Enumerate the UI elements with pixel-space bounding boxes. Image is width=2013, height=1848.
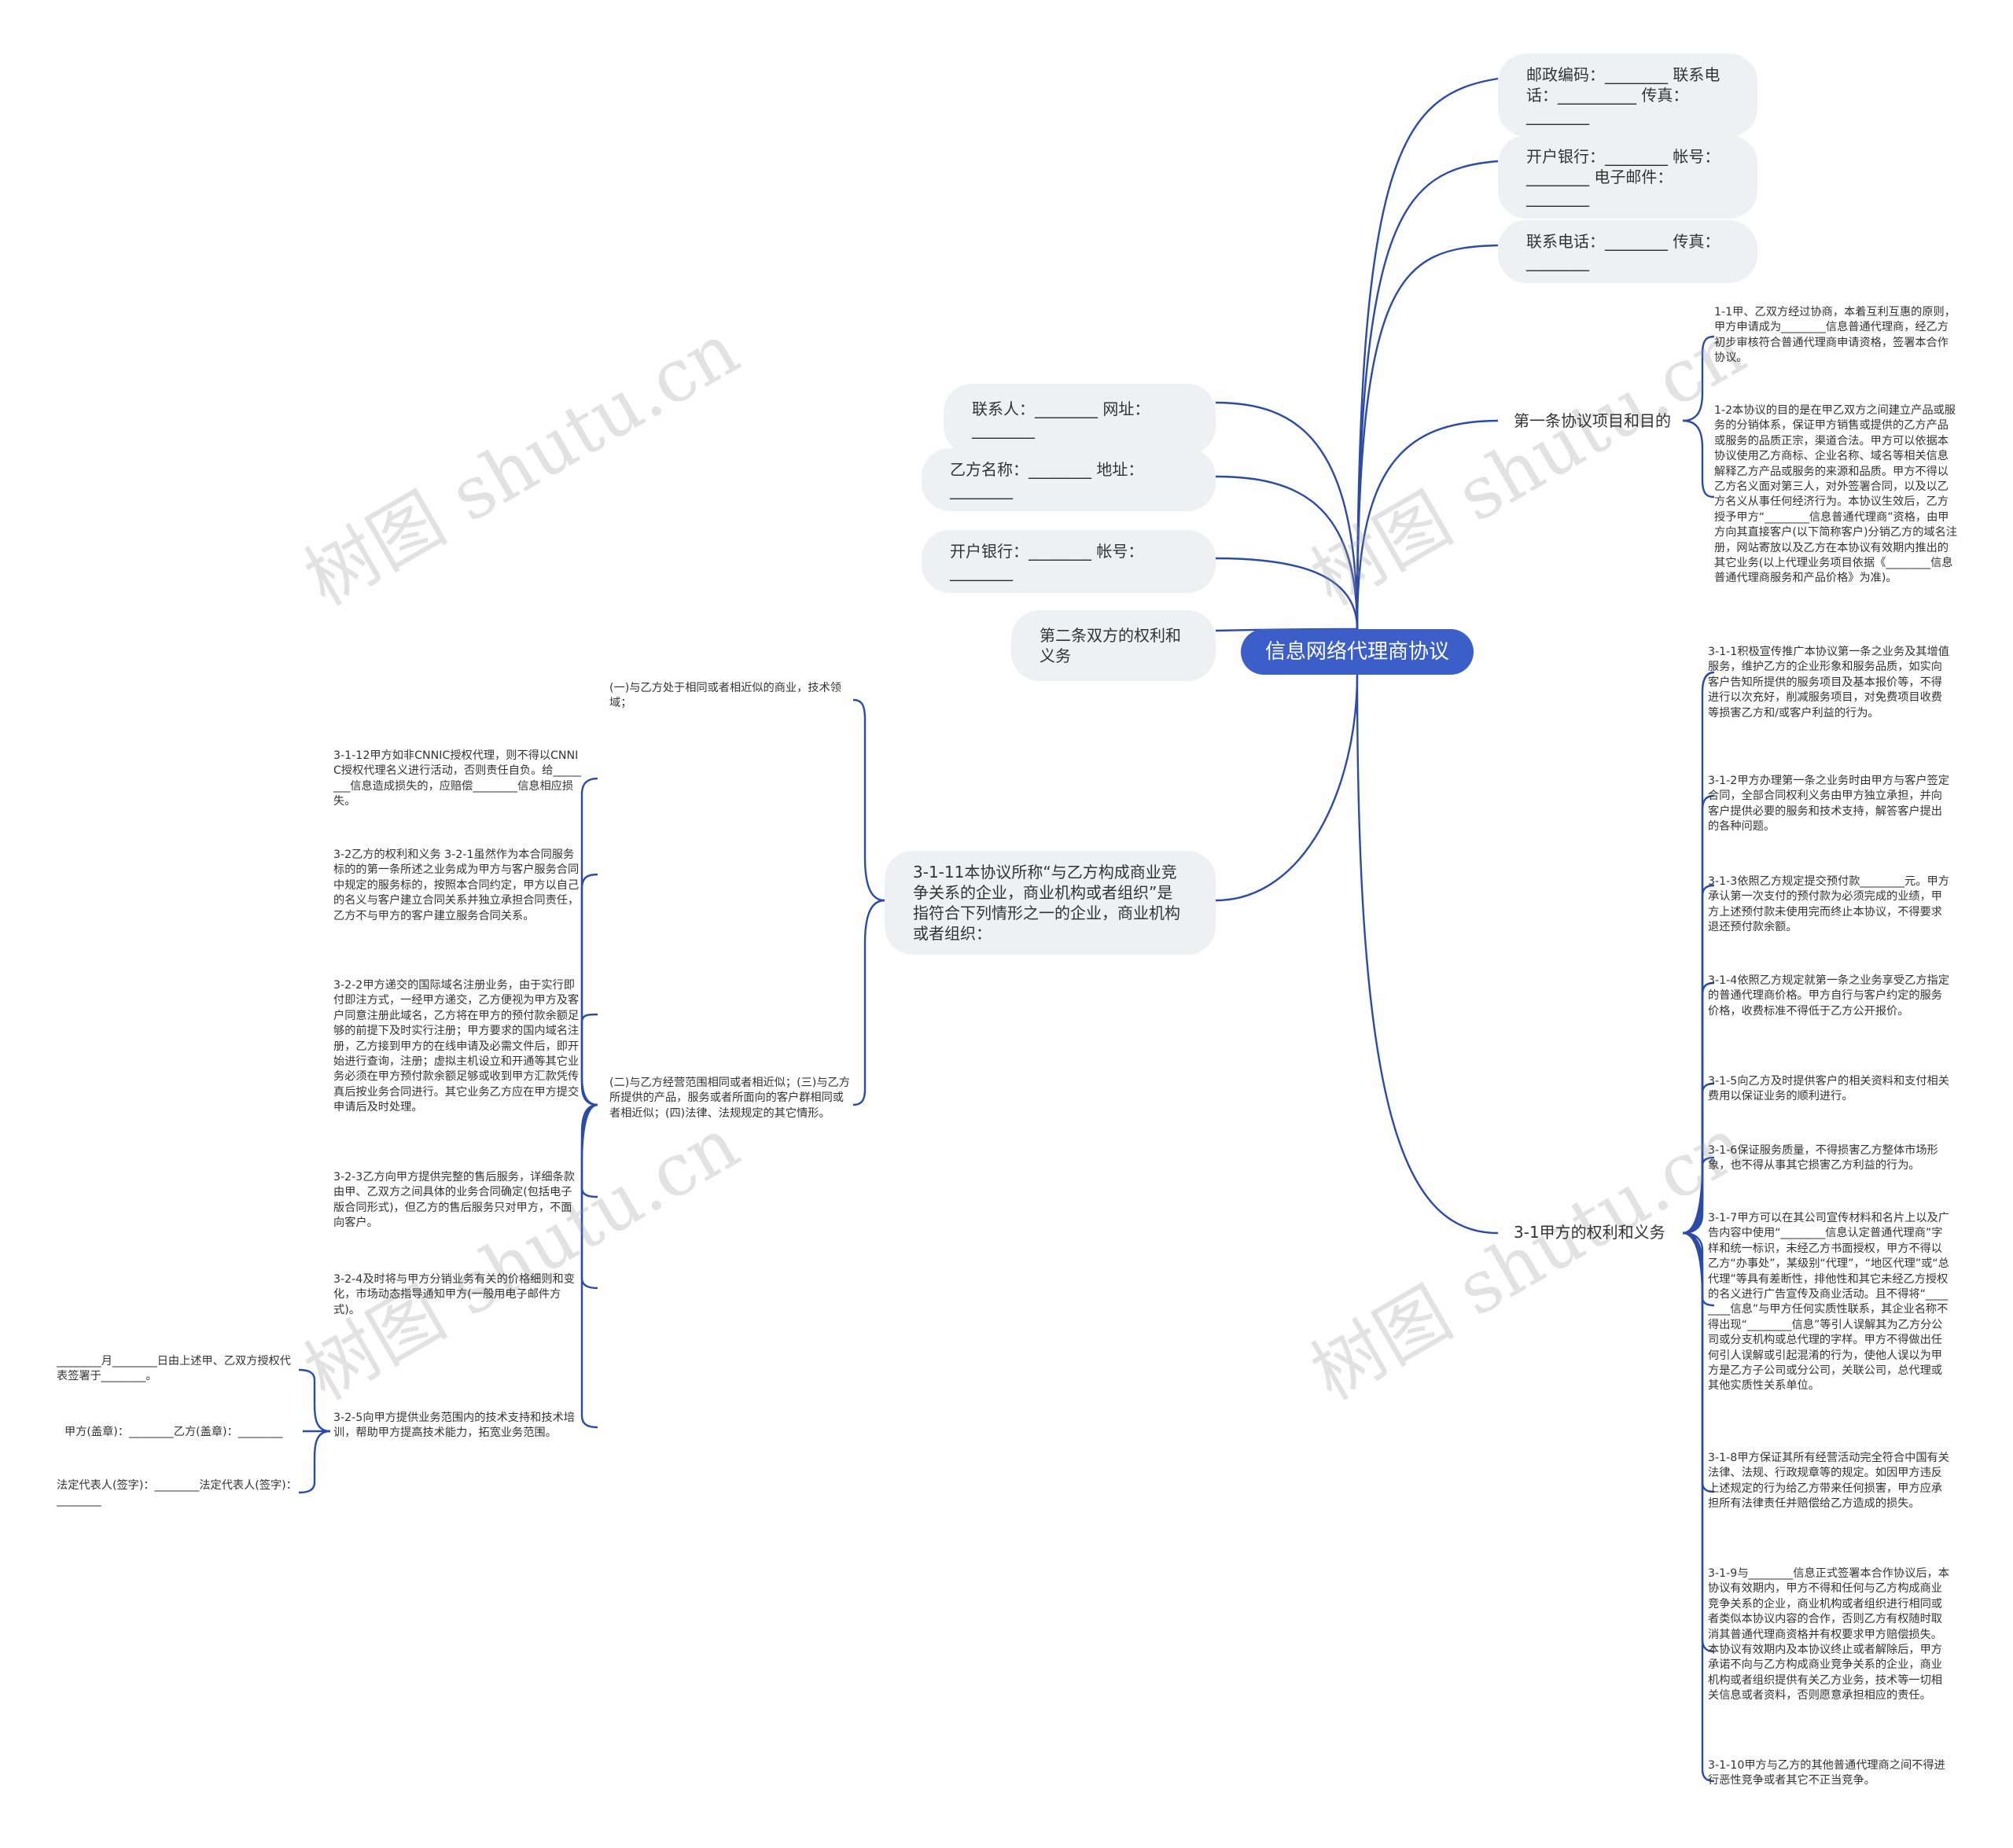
rights-a-item: 3-1-1积极宣传推广本协议第一条之业务及其增值服务，维护乙方的企业形象和服务品… (1708, 646, 1949, 720)
sub-item: 3-2乙方的权利和义务 3-2-1虽然作为本合同服务标的的第一条所述之业务成为甲… (333, 849, 580, 922)
clause-311-pill[interactable]: 3-1-11本协议所称“与乙方构成商业竞争关系的企业，商业机构或者组织”是指符合… (885, 851, 1216, 955)
left-pill-contact[interactable]: 联系人：________ 网址：________ (944, 384, 1216, 455)
left-pill-article2[interactable]: 第二条双方的权利和义务 (1011, 610, 1216, 681)
contact-pill-postal[interactable]: 邮政编码：________ 联系电话：__________ 传真：_______… (1498, 53, 1757, 137)
root-node[interactable]: 信息网络代理商协议 (1241, 629, 1474, 675)
rights-a-item: 3-1-6保证服务质量，不得损害乙方整体市场形象，也不得从事其它损害乙方利益的行… (1708, 1144, 1938, 1172)
signature-item: ________月________日由上述甲、乙双方授权代表签署于_______… (57, 1355, 291, 1383)
rights-a-item: 3-1-5向乙方及时提供客户的相关资料和支付相关费用以保证业务的顺利进行。 (1708, 1075, 1949, 1103)
signature-item: 法定代表人(签字)：________法定代表人(签字)：________ (57, 1479, 297, 1507)
left-pill-party-b[interactable]: 乙方名称：________ 地址：________ (922, 448, 1216, 511)
article1-item: 1-2本协议的目的是在甲乙双方之间建立产品或服务的分销体系，保证甲方销售或提供的… (1714, 404, 1958, 585)
rights-a-item: 3-1-2甲方办理第一条之业务时由甲方与客户签定合同，全部合同权利义务由甲方独立… (1708, 775, 1949, 834)
rights-a-item: 3-1-10甲方与乙方的其他普通代理商之间不得进行恶性竞争或者其它不正当竞争。 (1708, 1759, 1945, 1787)
clause-311-item: (二)与乙方经营范围相同或者相近似；(三)与乙方所提供的产品，服务或者所面向的客… (609, 1077, 850, 1120)
sub-item: 3-2-2甲方递交的国际域名注册业务，由于实行即付即注方式，一经甲方递交，乙方便… (333, 979, 580, 1114)
left-pill-bank[interactable]: 开户银行：________ 帐号：________ (922, 530, 1216, 593)
rights-a-item: 3-1-4依照乙方规定就第一条之业务享受乙方指定的普通代理商价格。甲方自行与客户… (1708, 974, 1949, 1018)
clause-311-item: (一)与乙方处于相同或者相近似的商业，技术领域； (609, 682, 841, 710)
contact-pill-phone[interactable]: 联系电话：________ 传真：________ (1498, 220, 1757, 283)
sub-item: 3-2-3乙方向甲方提供完整的售后服务，详细条款由甲、乙双方之间具体的业务合同确… (333, 1171, 575, 1230)
sub-item: 3-2-4及时将与甲方分销业务有关的价格细则和变化，市场动态指导通知甲方(一般用… (333, 1273, 575, 1316)
contact-pill-bank[interactable]: 开户银行：________ 帐号：________ 电子邮件：________ (1498, 135, 1757, 219)
signature-item: 甲方(盖章)：________乙方(盖章)：________ (64, 1426, 283, 1438)
sub-item: 3-1-12甲方如非CNNIC授权代理，则不得以CNNIC授权代理名义进行活动，… (333, 749, 581, 808)
rights-a-label[interactable]: 3-1甲方的权利和义务 (1514, 1223, 1665, 1242)
rights-a-item: 3-1-7甲方可以在其公司宣传材料和名片上以及广告内容中使用“________信… (1708, 1212, 1949, 1393)
article1-label[interactable]: 第一条协议项目和目的 (1514, 411, 1671, 430)
rights-a-item: 3-1-9与________信息正式签署本合作协议后，本协议有效期内，甲方不得和… (1708, 1567, 1949, 1703)
article1-item: 1-1甲、乙双方经过协商，本着互利互惠的原则，甲方申请成为________信息普… (1714, 306, 1956, 365)
rights-a-item: 3-1-3依照乙方规定提交预付款________元。甲方承认第一次支付的预付款为… (1708, 875, 1949, 934)
rights-a-item: 3-1-8甲方保证其所有经营活动完全符合中国有关法律、法规、行政规章等的规定。如… (1708, 1452, 1949, 1511)
sub-item: 3-2-5向甲方提供业务范围内的技术支持和技术培训，帮助甲方提高技术能力，拓宽业… (333, 1412, 575, 1440)
